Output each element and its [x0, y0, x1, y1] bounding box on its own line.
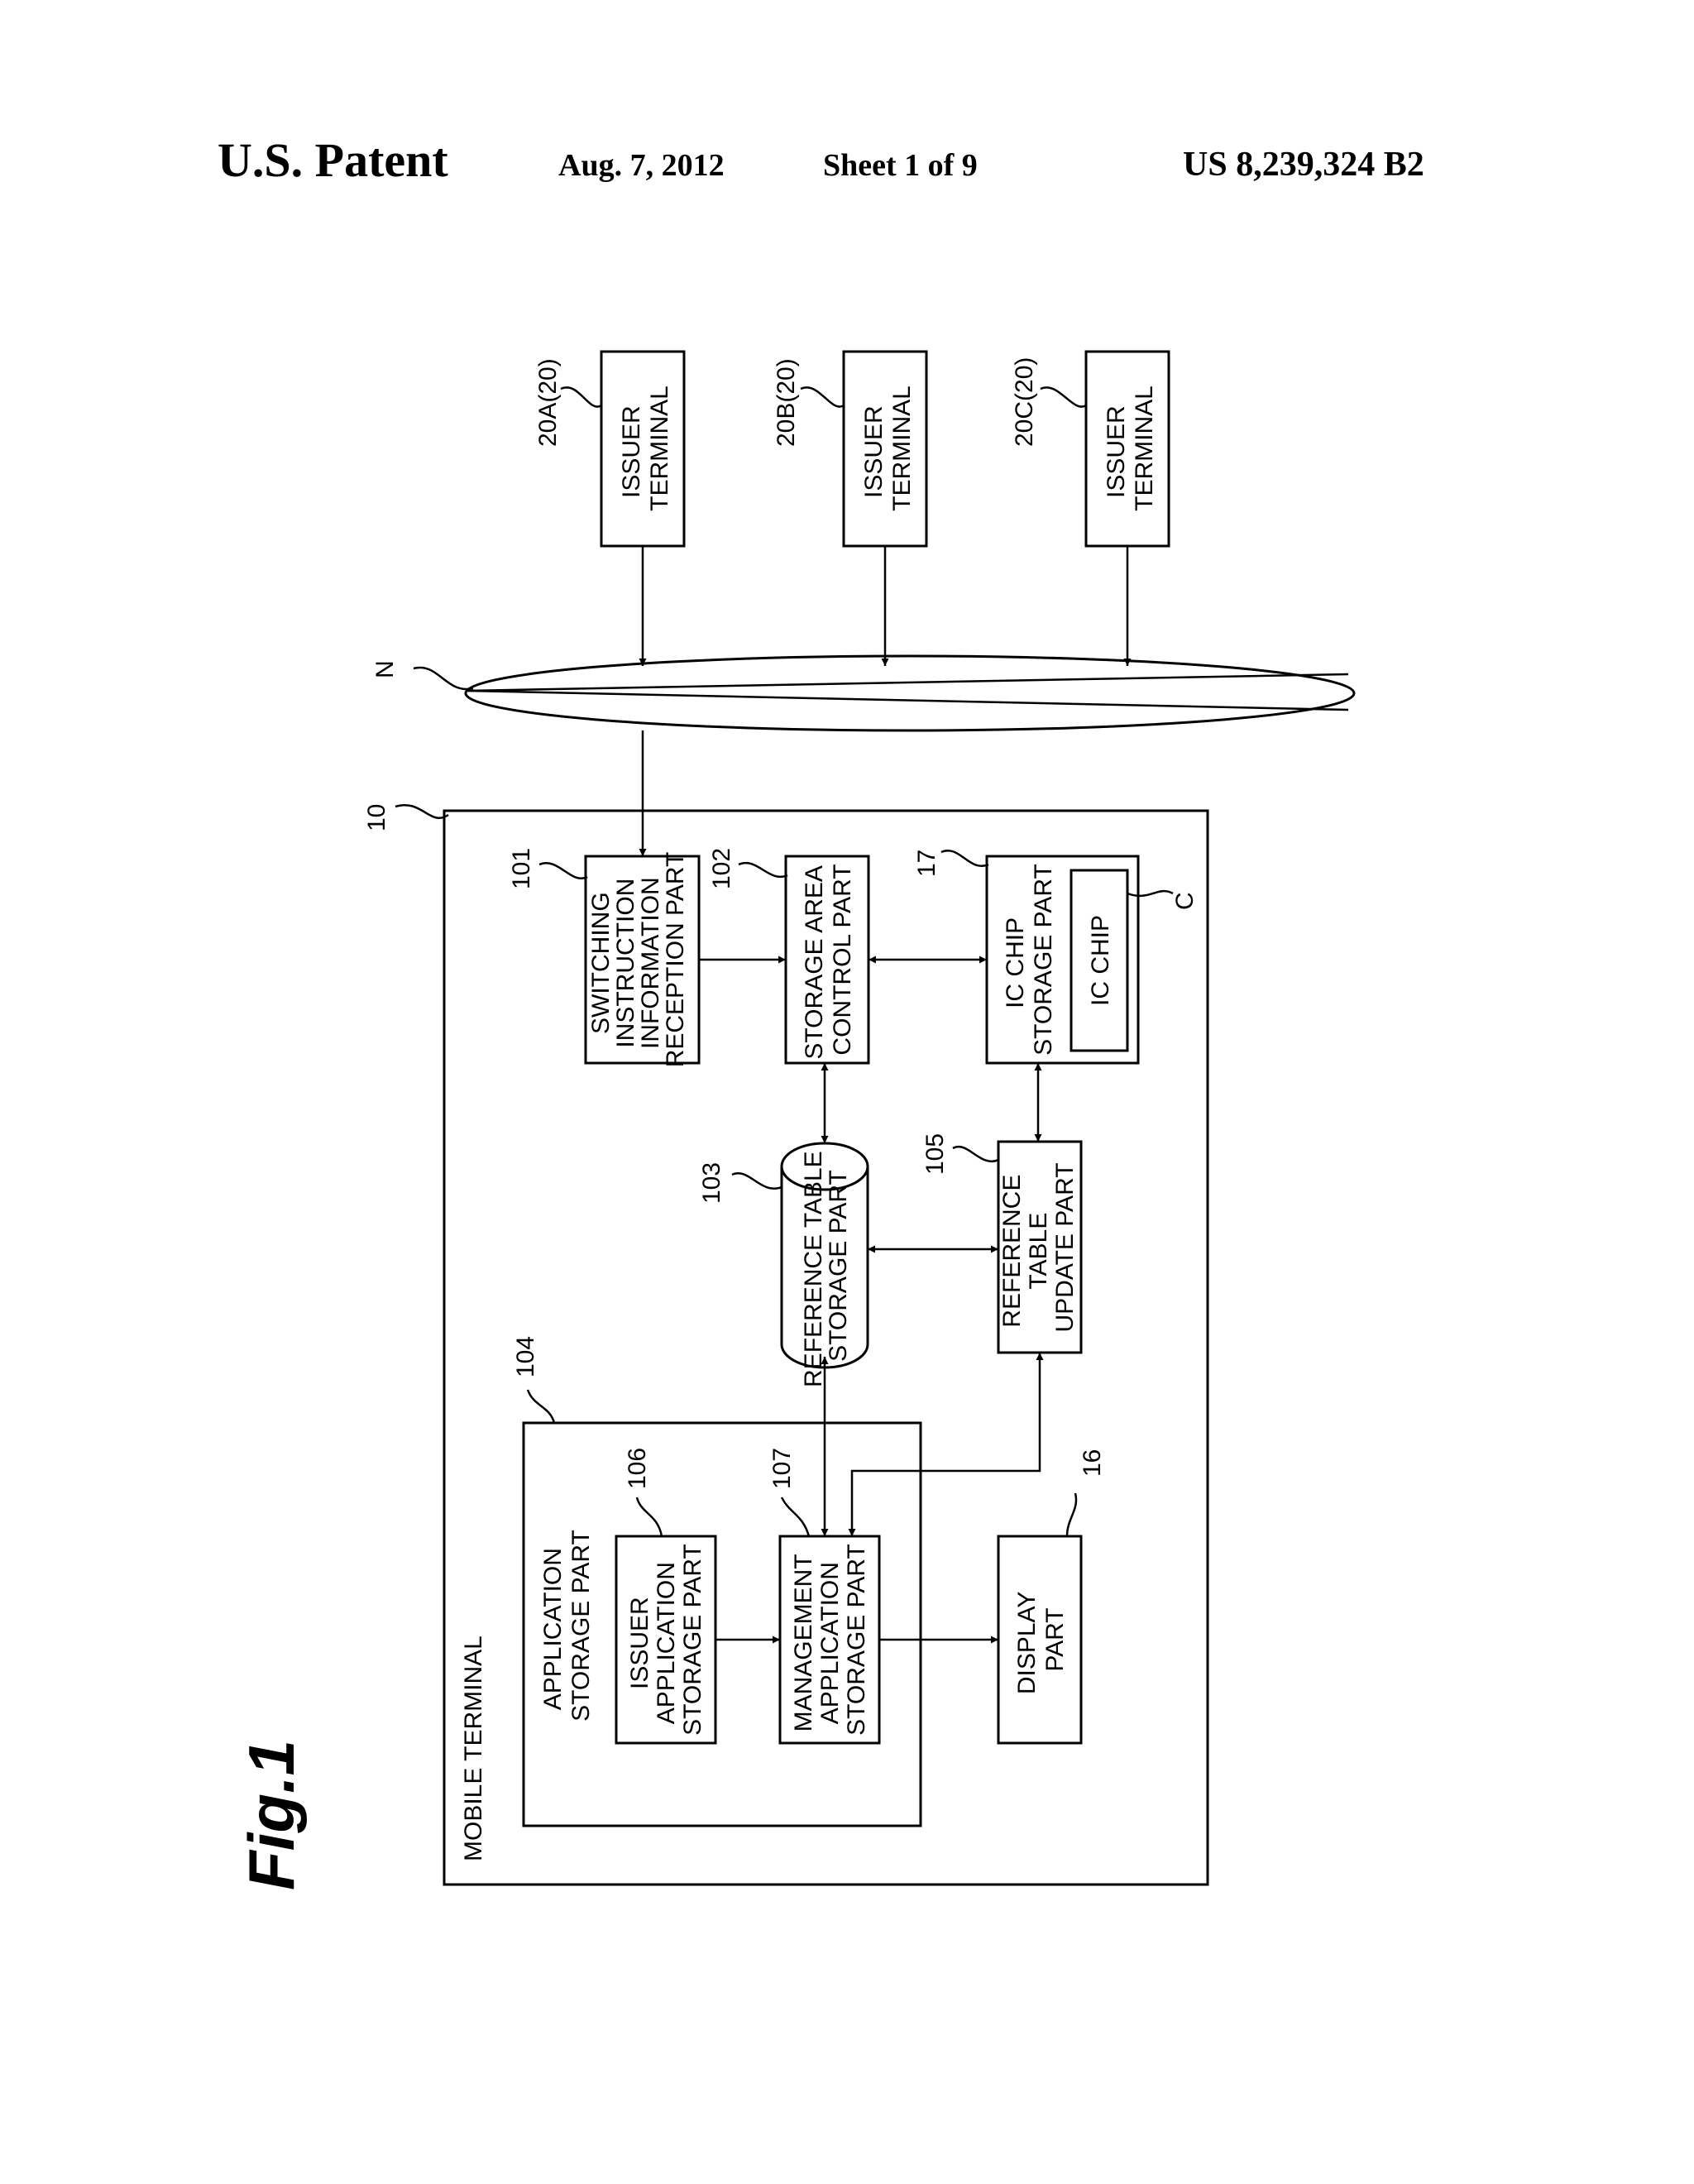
ic-chip-storage-line2: STORAGE PART [1030, 864, 1057, 1056]
app-storage-ref: 104 [512, 1336, 539, 1377]
ref-table-update-ref: 105 [921, 1133, 949, 1175]
issuer-app-line2: APPLICATION [653, 1562, 680, 1724]
ic-chip-storage-ref: 17 [913, 850, 940, 877]
app-storage-line2: STORAGE PART [567, 1530, 595, 1722]
storage-control-line1: STORAGE AREA [801, 865, 828, 1060]
mgmt-app-line1: MANAGEMENT [790, 1554, 817, 1732]
svg-text:ISSUER TERMINAL: ISSUER TERMINAL [1103, 386, 1158, 511]
storage-control-line2: CONTROL PART [829, 864, 856, 1055]
ref-table-update-line3: UPDATE PART [1051, 1162, 1079, 1332]
app-storage-line1: APPLICATION [539, 1548, 567, 1710]
svg-text:STORAGE AREA CONTROL PAR: STORAGE AREA CONTROL PART [801, 860, 856, 1059]
issuer-app-ref: 106 [624, 1448, 651, 1489]
issuer-terminal-c: ISSUER TERMINAL [1084, 350, 1170, 548]
switching-line3: INFORMATION [637, 877, 664, 1049]
svg-text:DISPLAY PART: DISPLAY PART [1013, 1585, 1069, 1694]
ref-table-update-line1: REFERENCE [998, 1175, 1026, 1328]
issuer-terminal-b-line1: ISSUER [860, 405, 888, 498]
application-storage-part: APPLICATION STORAGE PART [522, 1421, 922, 1827]
patent-date: Aug. 7, 2012 [558, 148, 725, 183]
patent-title: U.S. Patent [218, 133, 448, 187]
issuer-terminal-a-line2: TERMINAL [646, 386, 673, 511]
reference-table-storage-part: REFERENCE TABLE STORAGE PART [780, 1142, 869, 1387]
switching-instruction-reception-part: SWITCHING INSTRUCTION INFORMATION RECEPT… [584, 852, 701, 1068]
switching-ref: 101 [508, 848, 535, 889]
mgmt-app-line3: STORAGE PART [843, 1544, 870, 1736]
mobile-terminal-label: MOBILE TERMINAL [460, 1636, 487, 1861]
figure-label: Fig.1 [235, 1740, 308, 1890]
issuer-terminal-c-line2: TERMINAL [1131, 386, 1158, 511]
ref-table-update-line2: TABLE [1025, 1213, 1052, 1290]
issuer-terminal-a-line1: ISSUER [618, 405, 645, 498]
ic-chip-ref: C [1171, 892, 1199, 910]
mobile-terminal-ref: 10 [363, 804, 390, 831]
ref-table-storage-line2: STORAGE PART [825, 1170, 852, 1362]
svg-text:ISSUER TERMINAL: ISSUER TERMINAL [618, 386, 673, 511]
svg-text:ISSUER APPLICATION: ISSUER APPLICATION STORAGE PART [626, 1544, 706, 1736]
issuer-terminal-b: ISSUER TERMINAL [842, 350, 928, 548]
issuer-application-storage-part: ISSUER APPLICATION STORAGE PART [615, 1535, 717, 1745]
network-ref: N [371, 660, 399, 678]
storage-control-ref: 102 [708, 848, 735, 889]
patent-sheet: Sheet 1 of 9 [823, 148, 978, 183]
arrow-update-mgmt [848, 1353, 1044, 1536]
svg-text:REFERENCE TABLE UP: REFERENCE TABLE UPDATE PART [998, 1162, 1079, 1332]
display-line2: PART [1041, 1607, 1069, 1671]
display-ref: 16 [1079, 1449, 1106, 1477]
svg-text:REFERENCE TABLE STORAGE: REFERENCE TABLE STORAGE PART [800, 1144, 852, 1387]
svg-text:SWITCHING INSTRUCTION: SWITCHING INSTRUCTION INFORMATION RECEPT… [587, 852, 689, 1068]
issuer-terminal-c-ref: 20C(20) [1011, 357, 1038, 447]
switching-line4: RECEPTION PART [662, 852, 689, 1068]
issuer-terminal-b-ref: 20B(20) [773, 358, 800, 447]
issuer-app-line3: STORAGE PART [679, 1544, 706, 1736]
reference-table-update-part: REFERENCE TABLE UPDATE PART [997, 1140, 1083, 1354]
svg-text:IC CHIP STORAGE PART: IC CHIP STORAGE PART [1002, 864, 1057, 1056]
ic-chip-storage-part: IC CHIP STORAGE PART IC CHIP [985, 855, 1140, 1065]
display-line1: DISPLAY [1013, 1592, 1041, 1694]
display-part: DISPLAY PART [997, 1535, 1083, 1745]
ic-chip [1070, 869, 1129, 1052]
issuer-app-line1: ISSUER [626, 1597, 653, 1689]
ic-chip-storage-line1: IC CHIP [1002, 917, 1029, 1008]
management-application-storage-part: MANAGEMENT APPLICATION STORAGE PART [778, 1535, 881, 1745]
issuer-terminal-c-line1: ISSUER [1103, 405, 1130, 498]
issuer-terminal-a-ref: 20A(20) [534, 358, 562, 447]
patent-number: US 8,239,324 B2 [1183, 146, 1424, 184]
mgmt-app-ref: 107 [768, 1448, 796, 1489]
ic-chip-label: IC CHIP [1087, 915, 1114, 1006]
svg-text:ISSUER TERMINAL: ISSUER TERMINAL [860, 386, 916, 511]
svg-text:MANAGEMENT APPLICATION: MANAGEMENT APPLICATION STORAGE PART [790, 1544, 870, 1736]
storage-area-control-part: STORAGE AREA CONTROL PART [784, 855, 870, 1065]
mobile-terminal-box [443, 809, 1209, 1886]
switching-line1: SWITCHING [587, 892, 615, 1034]
mgmt-app-line2: APPLICATION [816, 1562, 844, 1724]
switching-line2: INSTRUCTION [612, 879, 639, 1048]
svg-text:APPLICATION STORAGE PART: APPLICATION STORAGE PART [539, 1530, 595, 1722]
issuer-terminal-a: ISSUER TERMINAL [600, 350, 686, 548]
network [464, 654, 1356, 732]
ref-table-storage-line1: REFERENCE TABLE [800, 1151, 827, 1387]
issuer-terminal-b-line2: TERMINAL [888, 386, 916, 511]
ref-table-storage-ref: 103 [698, 1162, 725, 1204]
